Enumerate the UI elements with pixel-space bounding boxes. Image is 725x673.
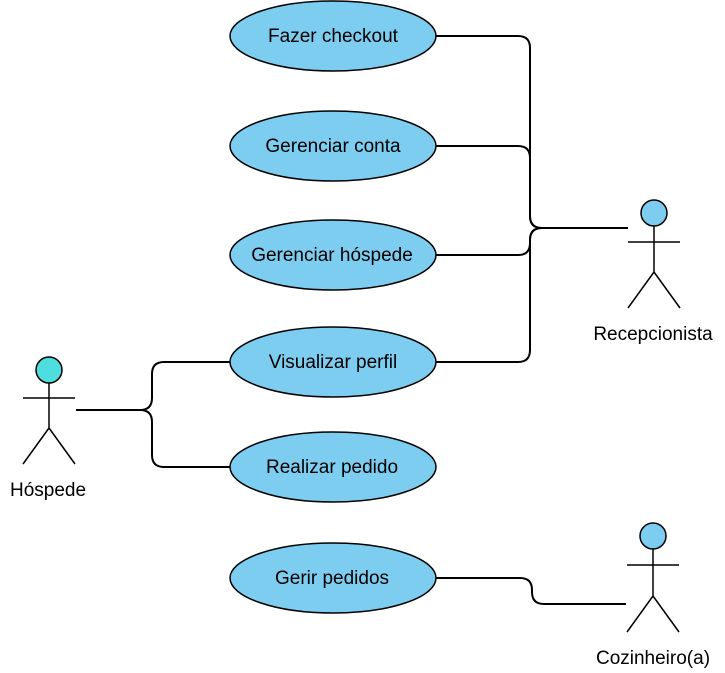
use-case-label: Gerenciar conta [265, 136, 401, 157]
connector-visualizar-perfil-recepcionista [436, 227, 543, 363]
actor-hospede[interactable]: Hóspede [10, 356, 86, 501]
use-case-gerir-pedidos[interactable]: Gerir pedidos [229, 542, 437, 614]
connectors [76, 35, 628, 605]
use-case-label: Realizar pedido [266, 457, 398, 478]
connector-gerenciar-conta-recepcionista [436, 145, 543, 229]
actor-head [639, 522, 667, 550]
connector-fazer-checkout-recepcionista [436, 35, 628, 229]
actor-head [35, 356, 63, 384]
actor-label: Recepcionista [593, 324, 713, 345]
connector-gerir-pedidos-cozinheiro [436, 577, 626, 605]
use-case-label: Visualizar perfil [269, 352, 397, 373]
use-case-label: Gerir pedidos [275, 568, 389, 589]
connector-gerenciar-hospede-recepcionista [436, 227, 543, 256]
use-case-gerenciar-hospede[interactable]: Gerenciar hóspede [229, 219, 437, 291]
actor-label: Hóspede [10, 480, 86, 501]
use-case-visualizar-perfil[interactable]: Visualizar perfil [229, 326, 437, 398]
use-case-fazer-checkout[interactable]: Fazer checkout [229, 0, 437, 72]
use-case-label: Gerenciar hóspede [251, 245, 413, 266]
connector-hospede-visualizar-perfil [76, 361, 230, 411]
use-case-gerenciar-conta[interactable]: Gerenciar conta [229, 110, 437, 182]
actor-head [640, 199, 668, 227]
actor-recepcionista[interactable]: Recepcionista [593, 199, 713, 345]
actor-cozinheiro[interactable]: Cozinheiro(a) [596, 522, 710, 669]
connector-hospede-realizar-pedido [76, 409, 230, 468]
actor-body [626, 549, 680, 633]
actor-body [627, 226, 681, 309]
use-case-realizar-pedido[interactable]: Realizar pedido [229, 431, 437, 503]
actor-label: Cozinheiro(a) [596, 648, 710, 669]
use-case-label: Fazer checkout [268, 26, 399, 47]
actor-body [22, 383, 76, 465]
